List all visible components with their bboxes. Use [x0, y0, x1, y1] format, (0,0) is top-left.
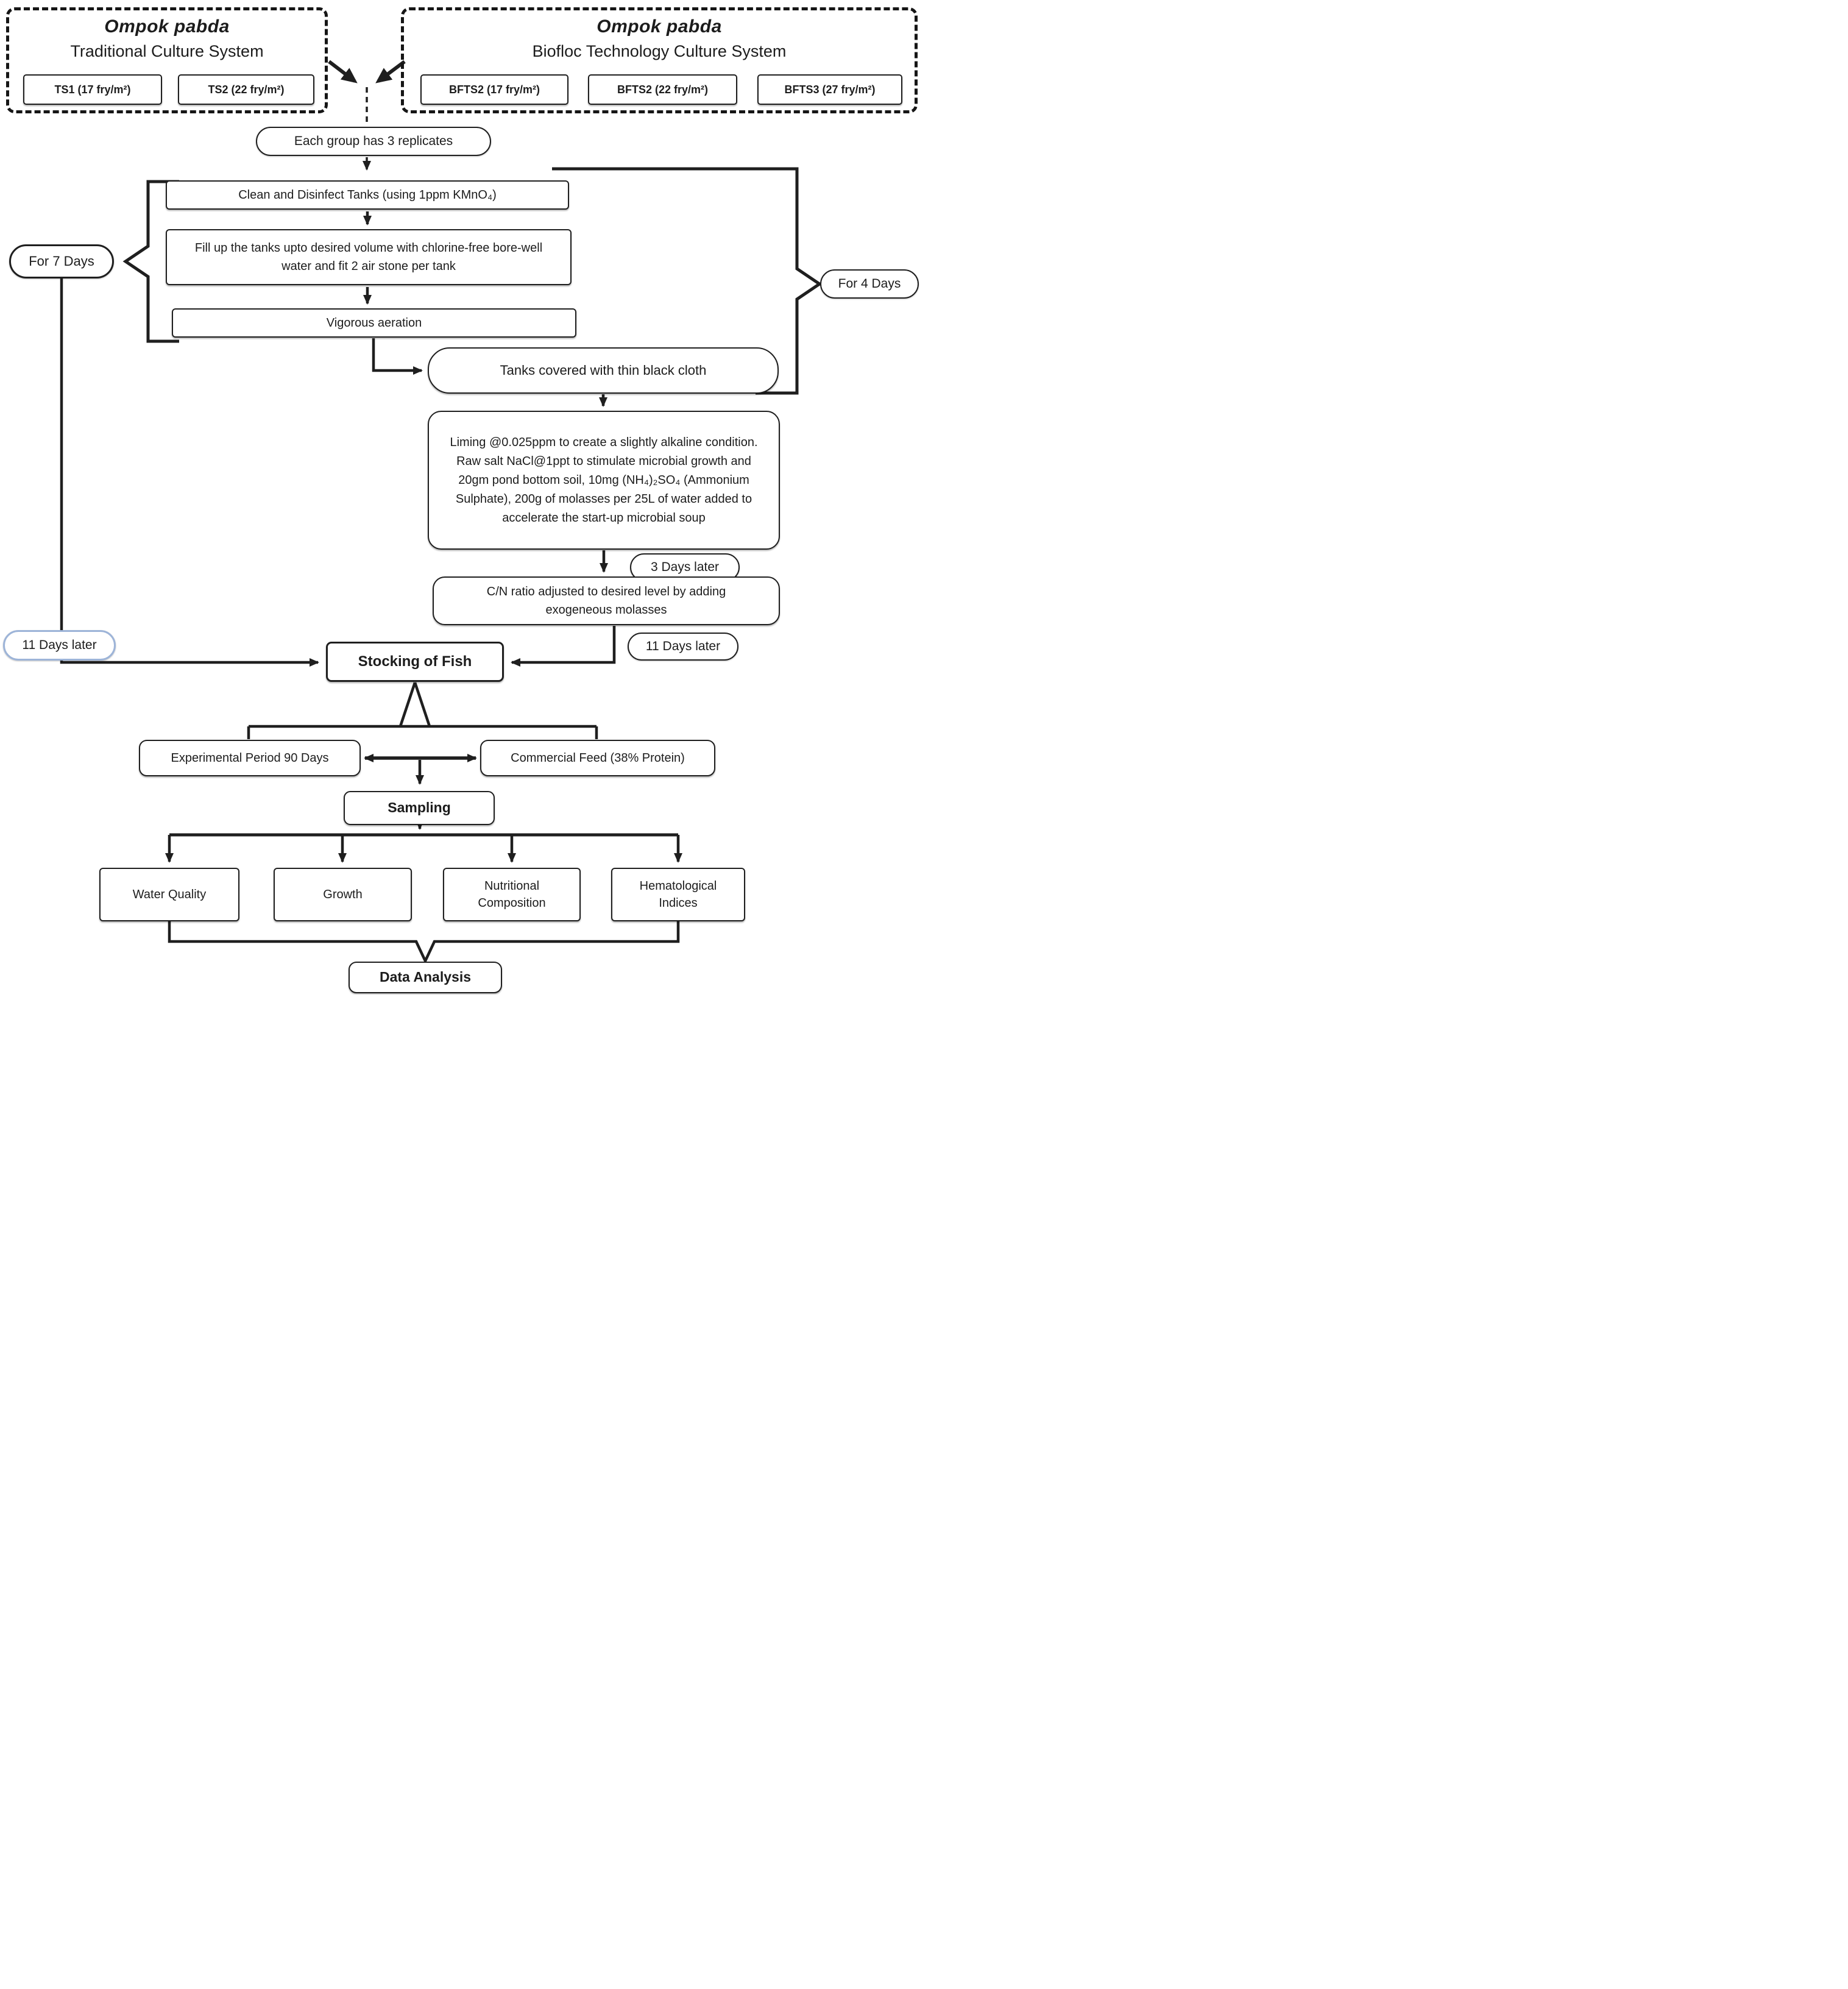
merge-arrow-right: [375, 60, 406, 83]
group-chip-ts1: TS1 (17 fry/m²): [23, 74, 162, 105]
group-chip-bfts2: BFTS2 (22 fry/m²): [588, 74, 737, 105]
path-7days-to-stocking: [60, 278, 319, 667]
bracket-for-7-days: [122, 180, 179, 343]
flowchart-canvas: Ompok pabda Traditional Culture System T…: [0, 0, 924, 994]
step-fill-tanks: Fill up the tanks upto desired volume wi…: [166, 229, 572, 285]
output-hematological-indices: Hematological Indices: [611, 868, 745, 921]
bracket-for-4-days: [552, 167, 823, 395]
species-title-biofloc: Ompok pabda: [597, 16, 722, 37]
step-liming: Liming @0.025ppm to create a slightly al…: [428, 411, 780, 550]
merge-arrow-left: [328, 60, 358, 83]
group-chip-bfts3: BFTS3 (27 fry/m²): [757, 74, 902, 105]
group-chip-ts2: TS2 (22 fry/m²): [178, 74, 314, 105]
output-nutritional-composition: Nutritional Composition: [443, 868, 581, 921]
panel-traditional-system: Ompok pabda Traditional Culture System: [6, 7, 328, 113]
step-experimental-period: Experimental Period 90 Days: [139, 740, 361, 776]
species-title-traditional: Ompok pabda: [104, 16, 230, 37]
path-cn-to-stocking: [511, 626, 616, 667]
split-bar-stocking: [247, 725, 598, 739]
pill-11-days-later-left: 11 Days later: [3, 630, 116, 661]
junction-to-analysis: [168, 921, 680, 965]
system-name-biofloc: Biofloc Technology Culture System: [532, 42, 787, 60]
step-stocking-of-fish: Stocking of Fish: [326, 642, 504, 682]
split-v-stocking: [398, 682, 431, 727]
step-clean-disinfect: Clean and Disinfect Tanks (using 1ppm KM…: [166, 180, 569, 210]
step-sampling: Sampling: [344, 791, 495, 825]
pill-replicates: Each group has 3 replicates: [256, 127, 491, 156]
system-name-traditional: Traditional Culture System: [70, 42, 264, 60]
pill-for-4-days: For 4 Days: [820, 269, 919, 299]
group-chip-bfts1: BFTS2 (17 fry/m²): [420, 74, 568, 105]
flowchart-connectors: [60, 60, 823, 965]
step-cn-ratio: C/N ratio adjusted to desired level by a…: [433, 576, 780, 625]
output-water-quality: Water Quality: [99, 868, 239, 921]
step-commercial-feed: Commercial Feed (38% Protein): [480, 740, 715, 776]
step-data-analysis: Data Analysis: [349, 962, 502, 993]
pill-for-7-days: For 7 Days: [9, 244, 114, 278]
pill-11-days-later-right: 11 Days later: [628, 633, 738, 661]
step-tanks-covered: Tanks covered with thin black cloth: [428, 347, 779, 394]
step-vigorous-aeration: Vigorous aeration: [172, 308, 576, 338]
arrow-aeration-to-covered: [372, 338, 423, 375]
panel-biofloc-system: Ompok pabda Biofloc Technology Culture S…: [401, 7, 918, 113]
output-growth: Growth: [274, 868, 412, 921]
